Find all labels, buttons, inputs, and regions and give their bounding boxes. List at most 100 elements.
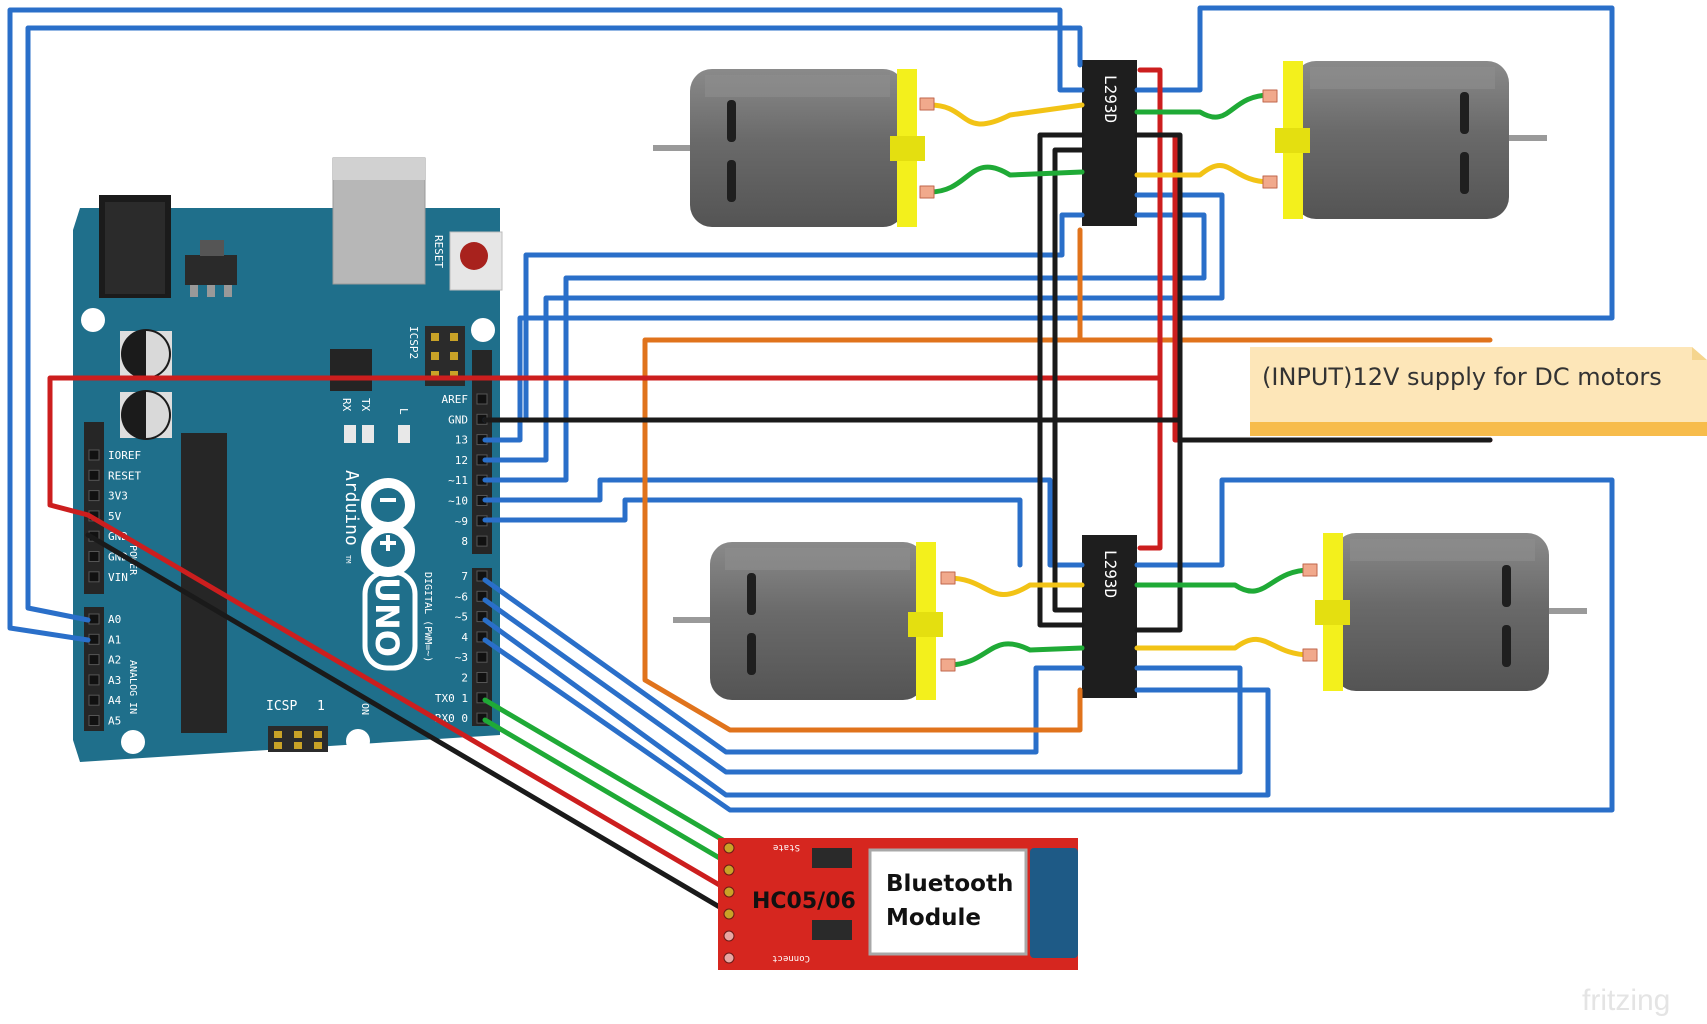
header-pin[interactable] [476,692,488,704]
digital-pwm-label: DIGITAL (PWM=~) [422,572,433,662]
wire-green-rx [482,717,731,866]
bluetooth-pin[interactable] [723,886,735,898]
header-pin[interactable] [476,393,488,405]
l-label: L [397,408,410,415]
header-pin[interactable] [476,590,488,602]
header-pin[interactable] [88,551,100,562]
mounting-hole [471,318,495,342]
digital-pin-label: 12 [455,454,468,467]
wire-black-gnd [482,132,1183,423]
l293d-chip-top: L293D [1082,60,1137,226]
arduino-pcb [73,208,500,762]
digital-pin-label: 7 [461,570,468,583]
digital-pin-label: TX0 1 [435,692,468,705]
header-pin[interactable] [476,570,488,582]
on-label: ON [359,703,370,715]
bt-connect-label: Connect [772,953,810,963]
power-pin-label: 5V [108,510,122,523]
dc-motor-bottom-right [1315,533,1587,691]
header-pin[interactable] [88,633,100,645]
usb-chip [330,349,372,391]
digital-pin-label: 2 [461,672,468,685]
wires [7,5,1615,915]
header-pin[interactable] [88,694,100,706]
bluetooth-pins [723,842,735,964]
uno-label: UNO [368,577,406,657]
digital-pin-label: 8 [461,535,468,548]
power-pin-label: VIN [108,571,128,584]
power-note-text: (INPUT)12V supply for DC motors [1262,363,1662,391]
dc-motor-top-right [1275,61,1547,219]
header-pin[interactable] [476,672,488,683]
header-pin[interactable] [88,469,100,481]
bluetooth-pin[interactable] [723,952,735,964]
wire-blue-a0 [25,25,1083,623]
wire-orange-12v [1077,227,1493,343]
digital-pin-label: ~11 [448,474,468,487]
digital-pin-label: 13 [455,434,468,447]
bt-state-label: State [773,842,800,852]
header-pin[interactable] [476,631,488,643]
analog-pin-label: A4 [108,694,122,707]
bluetooth-module: HC05/06 Bluetooth Module State Connect [718,838,1078,970]
header-pin[interactable] [88,449,100,461]
digital-header-bottom [472,568,492,726]
bluetooth-pin[interactable] [723,842,735,854]
rx-led [362,425,374,443]
digital-pin-label: AREF [442,393,469,406]
l293d-chip-bottom: L293D [1082,535,1137,698]
header-pin[interactable] [88,654,100,666]
digital-pin-label: GND [448,413,468,426]
icsp-pin1-label: 1 [317,699,325,714]
header-pin[interactable] [88,490,100,502]
arduino-tm: TM [344,555,352,563]
bluetooth-pin[interactable] [723,908,735,920]
fritzing-watermark: fritzing [1582,984,1670,1017]
icsp2-label: ICSP2 [407,326,420,359]
analog-in-label: ANALOG IN [127,660,138,714]
power-note: (INPUT)12V supply for DC motors [1250,347,1707,436]
analog-pin-label: A5 [108,715,121,728]
capacitor [120,329,172,379]
header-pin[interactable] [476,611,488,623]
reset-button[interactable] [449,231,503,291]
digital-pin-label: ~9 [455,515,468,528]
bt-model-label: HC05/06 [752,889,856,914]
digital-pin-label: ~3 [455,651,468,664]
power-header [84,422,104,594]
power-pin-label: IOREF [108,449,141,462]
power-pin-label: 3V3 [108,490,128,503]
mounting-hole [346,729,370,753]
header-pin[interactable] [88,571,100,583]
digital-pin-label: ~5 [455,611,468,624]
arduino-uno-board: RESET ICSP2 TX RX L [73,157,503,762]
l293d-label-bottom: L293D [1101,550,1120,598]
header-pin[interactable] [88,674,100,686]
voltage-regulator [185,255,237,285]
wire-blue-a1 [7,7,1085,643]
header-pin[interactable] [88,715,100,726]
capacitor [120,390,172,440]
header-pin[interactable] [88,613,100,625]
reset-button-cap[interactable] [460,242,488,270]
tx-label: TX [359,398,372,412]
wire-red-bt-vcc [85,512,731,893]
wire-black-bt-gnd [85,532,731,915]
bt-label-line1: Bluetooth [886,871,1013,897]
l293d-label-top: L293D [1101,75,1120,123]
wire-green-tx [482,697,731,846]
bluetooth-pin[interactable] [723,930,735,942]
bt-label-line2: Module [886,905,981,931]
header-pin[interactable] [476,712,488,724]
bluetooth-pin[interactable] [723,864,735,876]
reset-label: RESET [432,235,445,268]
digital-pin-label: 4 [461,631,468,644]
analog-pin-label: A2 [108,654,121,667]
header-pin[interactable] [476,535,488,547]
header-pin[interactable] [476,651,488,663]
mounting-hole [121,730,145,754]
wire-red-5v [47,67,1163,518]
power-pin-label: RESET [108,469,141,482]
dc-motor-bottom-left [673,542,943,700]
analog-pin-label: A1 [108,633,121,646]
